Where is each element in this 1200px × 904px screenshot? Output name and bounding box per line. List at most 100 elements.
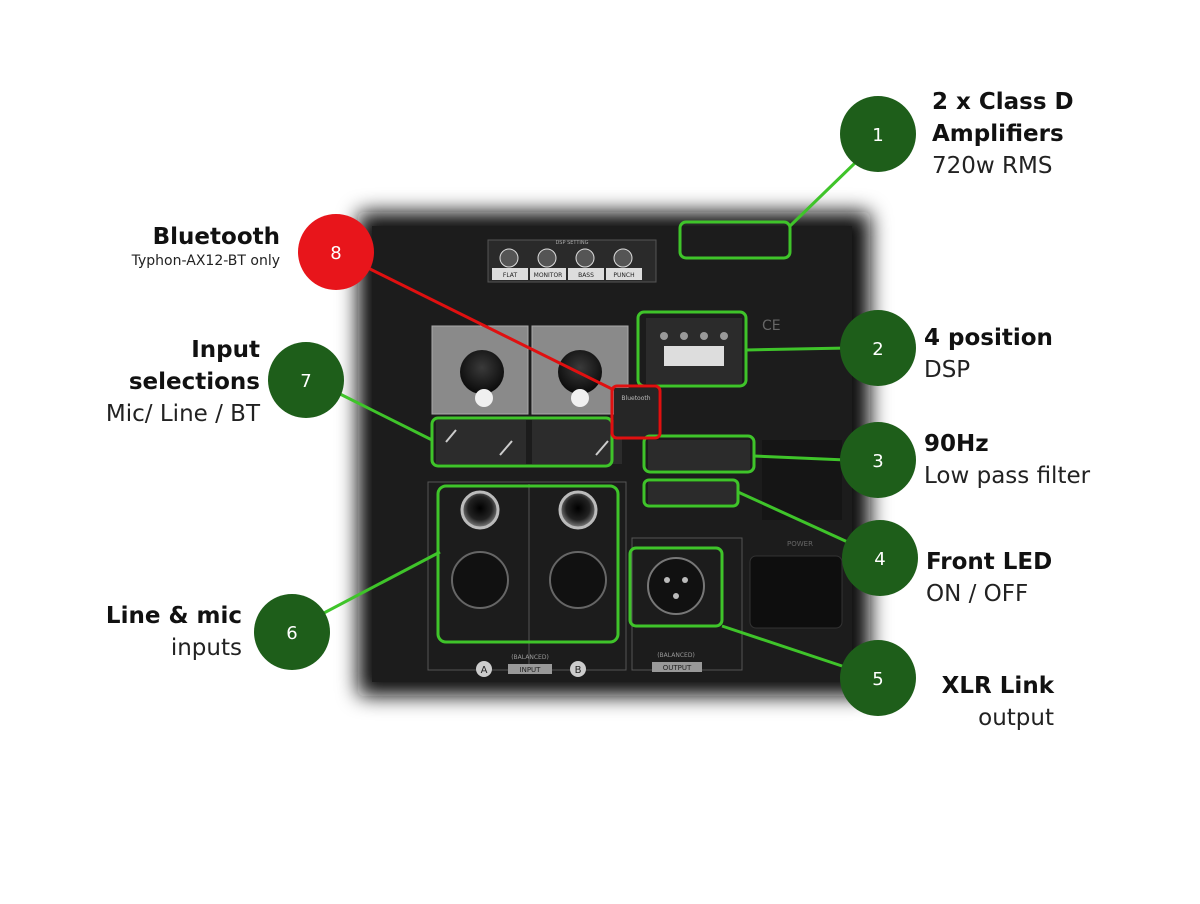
- highlight-lpf: [642, 434, 756, 474]
- callout-8-detail: Typhon-AX12-BT only: [131, 253, 280, 269]
- ce-mark: CE: [762, 318, 781, 334]
- punch-icon: [613, 248, 633, 268]
- highlight-input-select: [430, 416, 614, 468]
- front-led-switch[interactable]: [648, 482, 738, 504]
- marker-6: [254, 594, 330, 670]
- callout-2-detail: DSP: [924, 357, 971, 383]
- channel-a-marker: [476, 661, 492, 677]
- dsp-led-2: [680, 332, 688, 340]
- dsp-setting-block: DSP SETTING FLAT MONITOR BASS PUNCH: [487, 239, 657, 283]
- dsp-selector-switch[interactable]: [664, 346, 724, 366]
- callout-1-detail: 720w RMS: [932, 153, 1053, 179]
- callout-3-detail: Low pass filter: [924, 463, 1091, 489]
- leader-4: [737, 490, 853, 546]
- dsp-mode-punch: PUNCH: [613, 272, 634, 279]
- leader-7: [339, 392, 433, 442]
- callout-5-label: XLR Link output: [880, 670, 1054, 734]
- callout-4-detail: ON / OFF: [926, 581, 1029, 607]
- marker-1: [840, 96, 916, 172]
- monitor-icon: [537, 248, 557, 268]
- callout-7-label: Input selections Mic/ Line / BT: [40, 334, 260, 430]
- channel-b-marker: [570, 661, 586, 677]
- dsp-led-3: [700, 332, 708, 340]
- jack-b-quarter-inch[interactable]: [558, 490, 598, 530]
- input-jacks: A B (BALANCED) INPUT: [427, 481, 627, 677]
- marker-2-number: 2: [872, 339, 883, 360]
- marker-2: [840, 310, 916, 386]
- callout-3-label: 90Hz Low pass filter: [924, 428, 1090, 492]
- marker-5: [840, 640, 916, 716]
- marker-8: [298, 214, 374, 290]
- xlr-pin-3: [673, 593, 679, 599]
- callout-markers: [254, 96, 918, 716]
- callout-6-detail: inputs: [170, 635, 242, 661]
- highlight-bluetooth: [610, 384, 662, 440]
- callout-2-label: 4 position DSP: [924, 322, 1053, 386]
- callout-7-title-1: Input: [191, 337, 260, 363]
- marker-7-number: 7: [300, 371, 311, 392]
- xlr-a-input[interactable]: [451, 551, 509, 609]
- input-switch-a[interactable]: [436, 420, 526, 464]
- lpf-switch[interactable]: [648, 440, 750, 470]
- marker-4: [842, 520, 918, 596]
- callout-8-label: Bluetooth Typhon-AX12-BT only: [60, 222, 280, 270]
- marker-3: [840, 422, 916, 498]
- marker-6-number: 6: [286, 623, 297, 644]
- marker-8-number: 8: [330, 243, 341, 264]
- callout-1-label: 2 x Class D Amplifiers 720w RMS: [932, 86, 1074, 182]
- highlight-xlr-output: [628, 546, 724, 628]
- callout-6-title: Line & mic: [105, 603, 242, 629]
- leader-lines: [321, 160, 858, 670]
- marker-1-number: 1: [872, 125, 883, 146]
- marker-5-number: 5: [872, 669, 883, 690]
- output-caption-plate: [652, 662, 702, 672]
- dsp-led-1: [660, 332, 668, 340]
- xlr-b-input[interactable]: [549, 551, 607, 609]
- output-balanced-label: (BALANCED): [657, 652, 695, 659]
- flat-icon: [499, 248, 519, 268]
- callout-5-detail: output: [978, 705, 1054, 731]
- callout-5-title: XLR Link: [941, 673, 1054, 699]
- callout-7-detail: Mic/ Line / BT: [105, 401, 260, 427]
- highlight-inputs: [436, 484, 620, 644]
- xlr-pin-2: [682, 577, 688, 583]
- jack-a-quarter-inch[interactable]: [460, 490, 500, 530]
- callout-6-label: Line & mic inputs: [60, 600, 242, 664]
- input-caption-plate: [508, 664, 552, 674]
- switch-glyph-a: [445, 429, 513, 456]
- dsp-mode-monitor: MONITOR: [534, 272, 563, 279]
- knob-cap-a: [475, 389, 493, 407]
- xlr-pin-1: [664, 577, 670, 583]
- dsp-setting-header: DSP SETTING: [555, 240, 588, 246]
- output-caption: OUTPUT: [663, 664, 692, 672]
- input-balanced-label: (BALANCED): [511, 654, 549, 661]
- leader-5: [721, 624, 849, 670]
- gain-knob-a[interactable]: [460, 350, 504, 394]
- marker-3-number: 3: [872, 451, 883, 472]
- callout-7-title-2: selections: [128, 369, 260, 395]
- xlr-link-output[interactable]: [647, 557, 705, 615]
- power-switch[interactable]: [762, 440, 842, 520]
- input-switch-b[interactable]: [532, 420, 622, 464]
- output-jack: (BALANCED) OUTPUT: [631, 537, 743, 672]
- callout-4-label: Front LED ON / OFF: [926, 546, 1052, 610]
- dsp-mode-bass: BASS: [578, 272, 594, 279]
- marker-7: [268, 342, 344, 418]
- callout-3-title: 90Hz: [924, 431, 989, 457]
- dsp-mode-flat: FLAT: [503, 272, 518, 279]
- knob-cap-b: [571, 389, 589, 407]
- bluetooth-small-label: Bluetooth: [621, 395, 650, 402]
- channel-b-label: B: [575, 665, 582, 676]
- highlight-amplifiers: [678, 220, 792, 260]
- marker-4-number: 4: [874, 549, 885, 570]
- callout-1-title-1: 2 x Class D: [932, 89, 1074, 115]
- bass-icon: [575, 248, 595, 268]
- power-inlet: [749, 555, 843, 629]
- leader-2: [745, 346, 849, 352]
- marker-numbers: 1 2 3 4 5 6 7 8: [286, 125, 885, 690]
- callout-2-title: 4 position: [924, 325, 1053, 351]
- callout-1-title-2: Amplifiers: [932, 121, 1064, 147]
- callout-4-title: Front LED: [926, 549, 1053, 575]
- leader-8: [367, 266, 615, 392]
